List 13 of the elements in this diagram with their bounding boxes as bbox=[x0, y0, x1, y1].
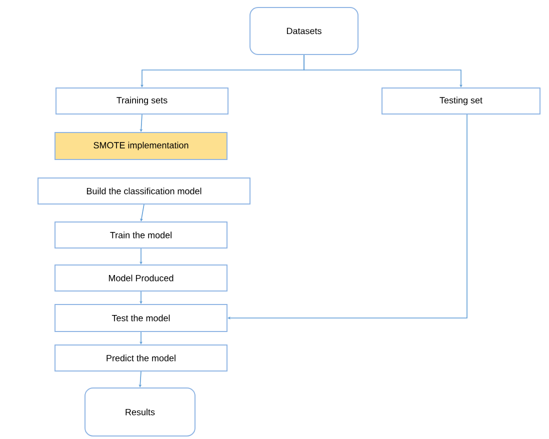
process-box: Train the model bbox=[54, 222, 228, 248]
process-box: Predict the model bbox=[54, 344, 228, 372]
terminal-box: Results bbox=[84, 387, 196, 436]
process-box: Test the model bbox=[54, 304, 228, 332]
process-box: Testing set bbox=[382, 88, 540, 114]
arrow bbox=[304, 54, 463, 88]
arrow bbox=[140, 204, 144, 222]
arrow bbox=[228, 114, 468, 320]
terminal-box: Datasets bbox=[250, 7, 358, 55]
process-box: Training sets bbox=[56, 88, 228, 114]
process-box: Model Produced bbox=[54, 264, 228, 292]
process-box: Build the classification model bbox=[38, 178, 250, 204]
process-box: SMOTE implementation bbox=[54, 132, 228, 160]
